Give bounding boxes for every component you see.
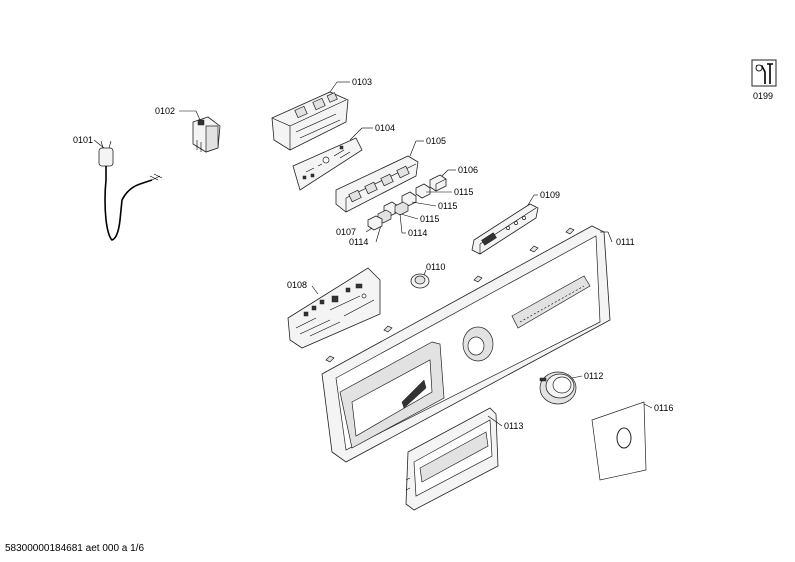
label-0114-a: 0114 [349,237,368,247]
label-0107: 0107 [336,227,356,237]
main-board-part [287,267,381,349]
label-0105: 0105 [426,136,446,146]
programme-knob-part [539,371,577,405]
label-0115-a: 0115 [454,187,473,197]
suppressor-part [192,116,221,153]
circuit-board-part [292,137,363,191]
label-0115-b: 0115 [438,201,457,211]
label-0103: 0103 [352,77,372,87]
wrench-screwdriver-icon [751,59,777,87]
button-0107-part [367,215,383,231]
document-footer: 58300000184681 aet 000 a 1/6 [5,543,145,554]
label-0199: 0199 [753,91,773,101]
label-0106: 0106 [458,165,478,175]
label-0110: 0110 [426,262,445,272]
label-0115-c: 0115 [420,214,439,224]
label-0114-b: 0114 [408,228,427,238]
label-0109: 0109 [540,190,560,200]
label-0111: 0111 [616,237,635,247]
label-sheet-part [591,401,647,481]
label-0113: 0113 [504,421,523,431]
button-holder-part [335,155,419,213]
label-0104: 0104 [375,123,395,133]
control-panel-fascia-part [321,225,611,463]
label-0108: 0108 [287,280,307,290]
module-housing-part [271,91,349,151]
label-0112: 0112 [584,371,603,381]
button-0115-parts [383,183,431,217]
drawer-handle-part [405,407,499,511]
knob-insert-part [410,273,430,289]
display-module-part [471,203,539,255]
label-0102: 0102 [155,106,175,116]
label-0101: 0101 [73,135,93,145]
label-0116: 0116 [654,403,673,413]
button-0106-part [429,174,447,192]
power-cord-part [98,140,163,241]
